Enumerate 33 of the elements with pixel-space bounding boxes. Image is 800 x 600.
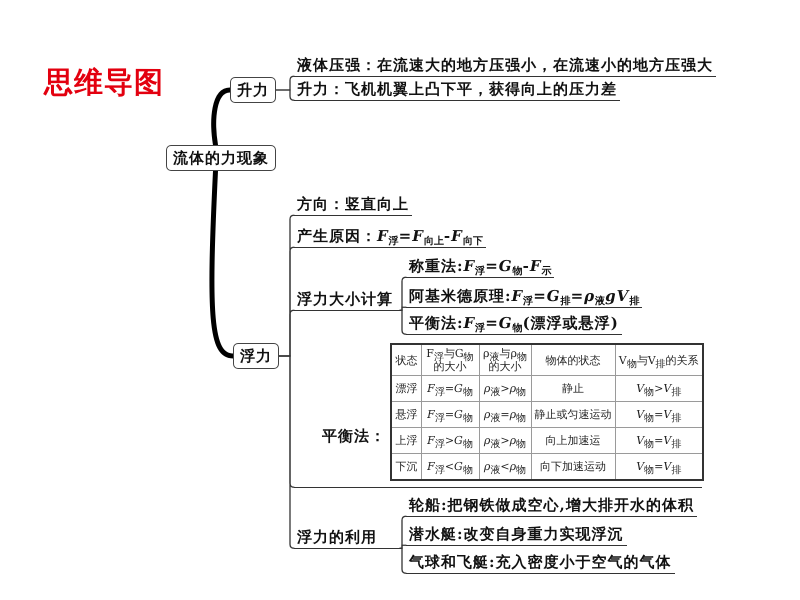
table-cell: 悬浮	[391, 402, 421, 428]
topic-box: 浮力	[233, 343, 279, 369]
underlined-topic: 产生原因：F$_{浮}$=F$_{向上}$-F$_{向下}$	[294, 226, 486, 248]
main-branch-line	[211, 88, 232, 148]
title: 思维导图	[44, 64, 164, 100]
branch-line	[399, 310, 407, 335]
topic-box: 升力	[230, 77, 276, 103]
topic-label: 平衡法：	[322, 426, 386, 446]
underlined-topic: 潜水艇:改变自身重力实现浮沉	[406, 524, 627, 546]
table-header-cell: 状态	[391, 344, 421, 376]
branch-line	[275, 89, 295, 101]
table-cell: 静止	[531, 376, 615, 402]
underlined-topic: 称重法:F$_{浮}$=G$_{物}$-F$_{示}$	[406, 256, 554, 278]
branch-line	[399, 306, 407, 311]
table-header-cell: 物体的状态	[531, 344, 615, 376]
underlined-topic: 气球和飞艇:充入密度小于空气的气体	[406, 552, 675, 574]
underlined-topic: 液体压强：在流速大的地方压强小，在流速小的地方压强大	[294, 55, 716, 77]
underlined-topic: 阿基米德原理:F$_{浮}$=G$_{排}$=ρ$_{液}$gV$_{排}$	[406, 286, 642, 308]
topic-box: 流体的力现象	[166, 145, 276, 171]
underlined-topic: 方向：竖直向上	[294, 194, 412, 216]
underlined-topic: 轮船:把钢铁做成空心,增大排开水的体积	[406, 495, 697, 517]
table-cell: 静止或匀速运动	[531, 402, 615, 428]
underlined-topic: 浮力大小计算	[294, 289, 400, 311]
table-cell: 向上加速运	[531, 428, 615, 454]
underlined-topic: 平衡法:F$_{浮}$=G$_{物}$(漂浮或悬浮)	[406, 313, 622, 335]
main-branch-line	[209, 168, 236, 358]
underlined-topic: 浮力的利用	[294, 527, 400, 549]
table-cell: 上浮	[391, 428, 421, 454]
underlined-topic: 升力：飞机机翼上凸下平，获得向上的压力差	[294, 79, 620, 101]
branch-line	[278, 355, 295, 549]
branch-line	[399, 548, 407, 574]
branch-line	[399, 544, 407, 549]
table-cell: 漂浮	[391, 376, 421, 402]
